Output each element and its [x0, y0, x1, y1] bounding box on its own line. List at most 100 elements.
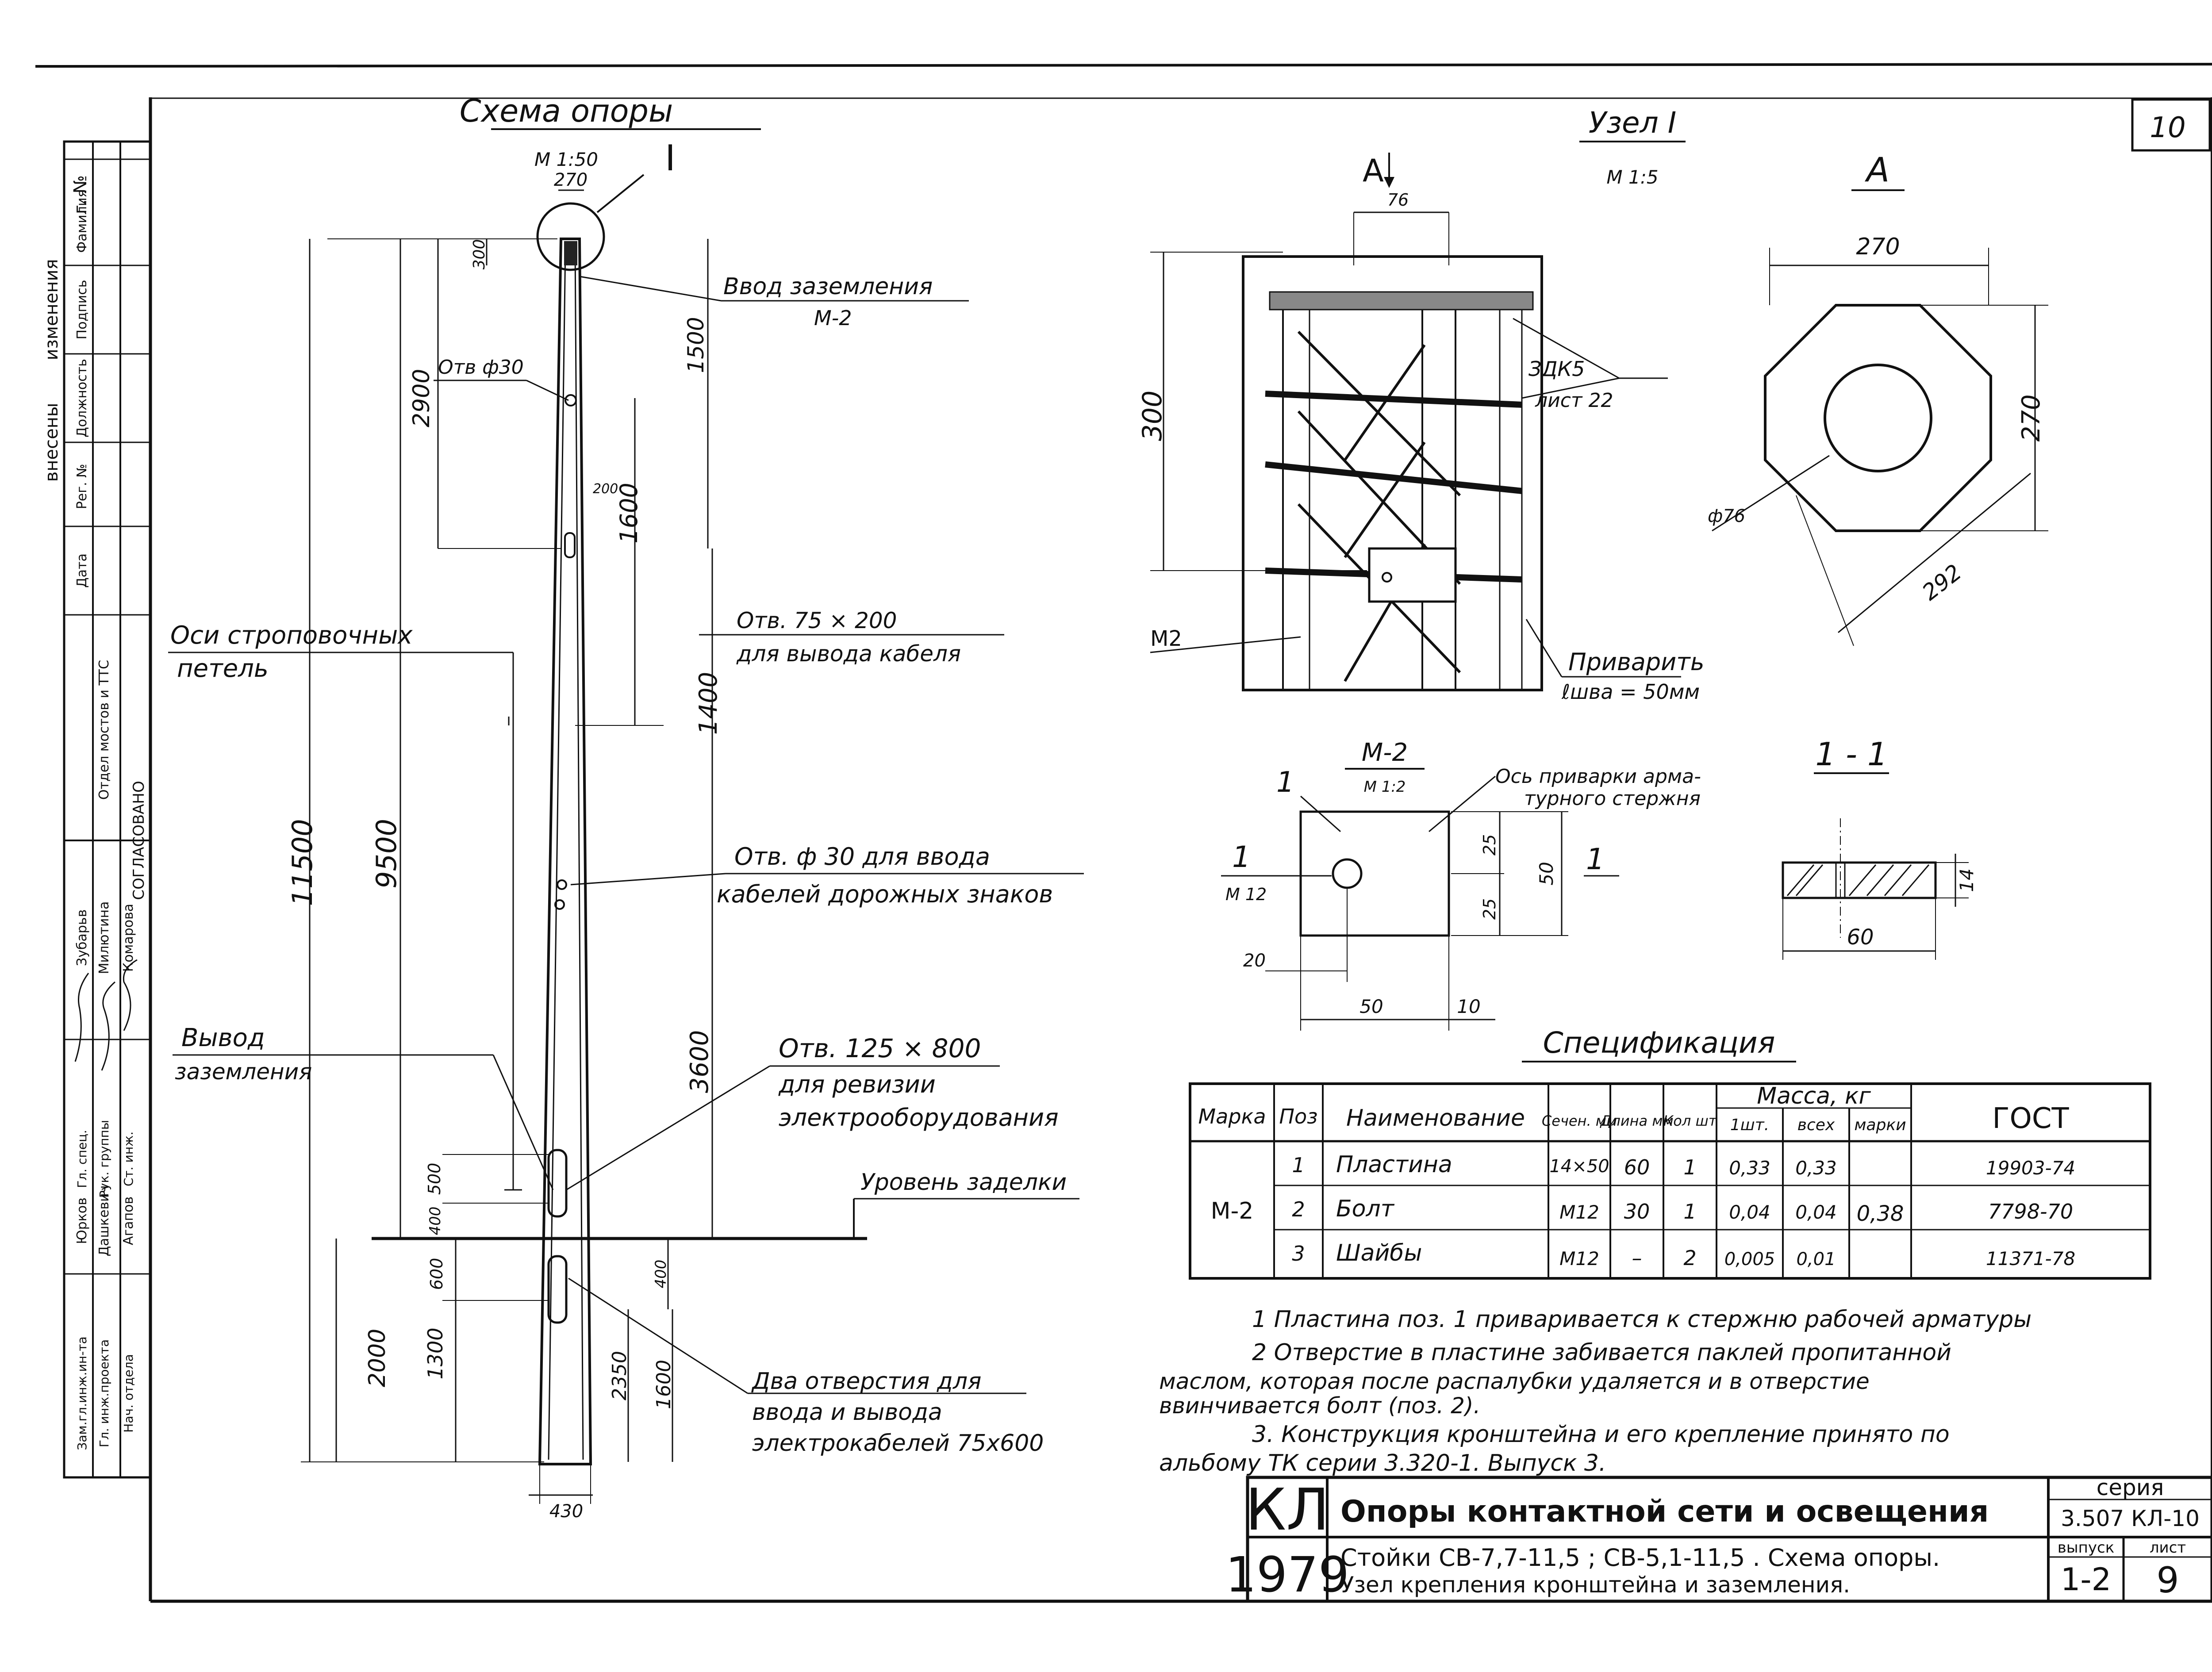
- m2-title: М-2: [1362, 738, 1408, 767]
- node-zdk-2: лист 22: [1535, 389, 1613, 412]
- hole-30-road: [557, 879, 567, 890]
- signature-mark: [123, 959, 138, 1031]
- signature-mark: [101, 981, 115, 1071]
- series-label: серия: [2097, 1475, 2164, 1500]
- spec-head-1: Поз: [1279, 1104, 1317, 1128]
- spec-cell-name: Болт: [1336, 1196, 1395, 1222]
- spec-cell-gost: 11371-78: [1986, 1248, 2075, 1269]
- node-m2: М2: [1150, 626, 1182, 651]
- side-role-1: Гл. инж.проекта: [97, 1339, 111, 1447]
- revision-hole: [547, 1149, 568, 1218]
- label-ground-in-1: Ввод заземления: [723, 273, 933, 300]
- spec-table: Спецификация Марка Поз Наименование Сече…: [1189, 1026, 2151, 1280]
- spec-cell-pos: 3: [1292, 1242, 1305, 1266]
- m2-dim50: 50: [1536, 862, 1557, 885]
- node-scale: М 1:5: [1606, 166, 1658, 188]
- spec-cell-len: –: [1632, 1246, 1642, 1270]
- spec-head-6: 1шт.: [1730, 1116, 1769, 1134]
- m2-plate: [1299, 810, 1450, 937]
- label-ground-in-2: М-2: [814, 306, 852, 330]
- pole-dim-3600: 3600: [685, 1030, 714, 1093]
- side-name-5: Агапов: [121, 1196, 136, 1245]
- spec-mass-header: Масса, кг: [1757, 1083, 1871, 1109]
- m2-pos-left: 1: [1276, 766, 1294, 799]
- node-body: [1242, 255, 1543, 691]
- pole-dim-2000: 2000: [364, 1329, 391, 1387]
- m2-weld-axis-2: турного стержня: [1524, 787, 1701, 810]
- label-road-2: кабелей дорожных знаков: [717, 880, 1053, 908]
- m2-bolt-hole: [1332, 858, 1363, 889]
- pole-dim-top-width: 270: [554, 170, 588, 190]
- spec-cell-pos: 2: [1292, 1197, 1305, 1221]
- spec-mark: М-2: [1211, 1198, 1254, 1224]
- label-sling-1: Оси строповочных: [170, 621, 413, 650]
- label-level: Уровень заделки: [860, 1169, 1067, 1196]
- label-cable-hole-1: Отв. 75 × 200: [737, 608, 897, 633]
- side-col-0: Фамилия: [74, 189, 90, 253]
- side-header-changes: изменения: [42, 259, 62, 360]
- side-dept: Отдел мостов и ТТС: [96, 660, 112, 800]
- pole-dim-1600: 1600: [615, 483, 643, 543]
- spec-cell-qty: 2: [1683, 1246, 1696, 1270]
- spec-cell-name: Шайбы: [1336, 1240, 1422, 1266]
- m2-detail: М-2 М 1:2 1 Ось приварки арма- турного с…: [1221, 738, 1701, 1031]
- spec-head-3: Сечен. мм: [1542, 1112, 1617, 1129]
- title-sub-2: Узел крепления кронштейна и заземления.: [1340, 1572, 1850, 1598]
- pole-cap: [564, 241, 577, 265]
- side-col-4: Дата: [74, 553, 90, 588]
- spec-cell-m1: 0,005: [1724, 1249, 1775, 1269]
- spec-cell-mall: 0,04: [1795, 1201, 1837, 1223]
- cable-hole-upper: [564, 532, 576, 558]
- side-col-2: Должность: [74, 359, 90, 437]
- spec-head-5: Кол шт: [1663, 1112, 1717, 1129]
- spec-head-7: всех: [1797, 1116, 1835, 1134]
- label-two-3: электрокабелей 75х600: [752, 1430, 1044, 1457]
- spec-cell-gost: 19903-74: [1986, 1157, 2075, 1179]
- hole-30-upper: [565, 394, 577, 406]
- side-name-0: Зубарьв: [74, 909, 90, 966]
- note-line: 1 Пластина поз. 1 приваривается к стержн…: [1252, 1306, 2032, 1333]
- pole-scheme: Схема опоры М 1:50 I 270 Уровень заделки…: [168, 93, 1084, 1522]
- pole-dim-600: 600: [427, 1258, 446, 1290]
- spec-cell-qty: 1: [1683, 1155, 1696, 1179]
- spec-cell-qty: 1: [1683, 1200, 1696, 1223]
- spec-cell-sec: М12: [1559, 1201, 1599, 1223]
- pole-node-ref: I: [665, 138, 676, 179]
- list-label: лист: [2150, 1539, 2186, 1557]
- section-a-dim270-top: 270: [1856, 234, 1900, 260]
- section-a-title: А: [1864, 150, 1889, 189]
- title-block: КЛ 1979 Опоры контактной сети и освещени…: [1225, 1475, 2212, 1603]
- m2-dim25a: 25: [1480, 834, 1499, 855]
- m2-bolt-num: 1: [1232, 840, 1251, 874]
- m2-scale: М 1:2: [1364, 778, 1406, 796]
- spec-head-8: марки: [1854, 1116, 1906, 1134]
- spec-cell-len: 30: [1624, 1200, 1650, 1223]
- label-ground-out-2: заземления: [175, 1059, 312, 1085]
- pole-dim-1300: 1300: [423, 1327, 447, 1379]
- m2-dim20: 20: [1243, 951, 1266, 971]
- section-11-plate: [1782, 861, 1937, 899]
- m2-bolt-scale: М 12: [1225, 885, 1267, 904]
- pole-dim-11500: 11500: [286, 819, 319, 906]
- spec-cell-mall: 0,01: [1796, 1249, 1836, 1269]
- side-header-no: г. №: [70, 175, 91, 214]
- m2-dim10: 10: [1457, 996, 1480, 1017]
- m2-dim25b: 25: [1480, 898, 1499, 920]
- spec-row: 1 Пластина 14×50 60 1 0,33 0,33 19903-74: [1292, 1151, 2075, 1179]
- pole-dim-400b: 400: [652, 1260, 670, 1289]
- label-ground-out-1: Вывод: [181, 1024, 265, 1052]
- note-line: 2 Отверстие в пластине забивается паклей…: [1252, 1339, 1951, 1366]
- spec-head-9: ГОСТ: [1992, 1102, 2069, 1135]
- pole-title: Схема опоры: [460, 93, 673, 129]
- spec-head-2: Наименование: [1346, 1105, 1525, 1131]
- side-agreed: СОГЛАСОВАНО: [130, 781, 148, 900]
- node-dim76: 76: [1387, 190, 1409, 210]
- side-name-3: Юрков: [74, 1197, 90, 1244]
- pole-dim-200: 200: [593, 481, 618, 497]
- label-cable-hole-2: для вывода кабеля: [736, 641, 961, 667]
- spec-cell-m1: 0,04: [1729, 1201, 1770, 1223]
- node-title: Узел I: [1589, 106, 1677, 140]
- octagon-plate: [1764, 304, 1992, 532]
- pole-scale: М 1:50: [534, 149, 598, 170]
